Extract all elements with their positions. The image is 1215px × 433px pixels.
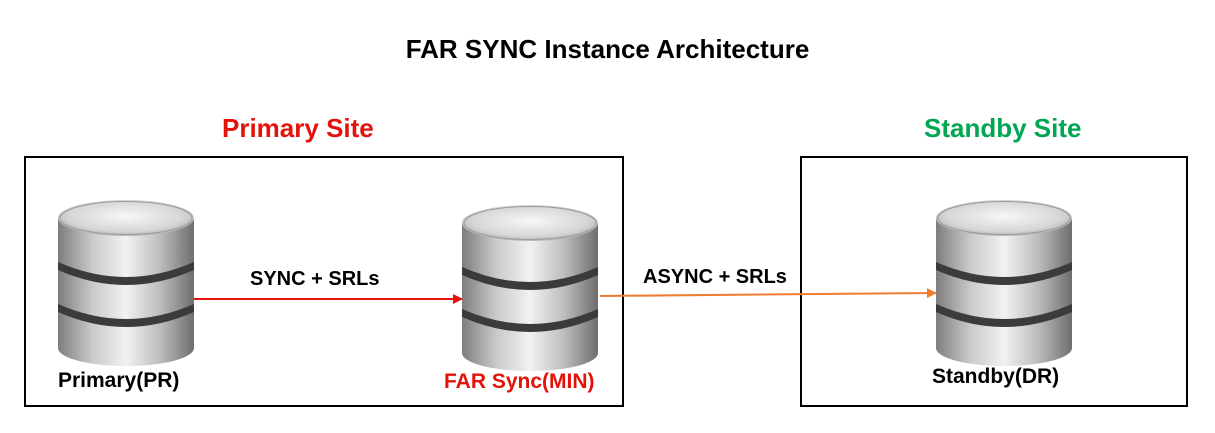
sync-link-label: SYNC + SRLs — [250, 268, 380, 290]
primary-site-label: Primary Site — [222, 113, 374, 143]
farsync-node-label: FAR Sync(MIN) — [444, 370, 595, 393]
standby-node-label: Standby(DR) — [932, 365, 1060, 388]
standby-site-label: Standby Site — [924, 113, 1082, 143]
async-link-label: ASYNC + SRLs — [643, 266, 787, 288]
diagram-title: FAR SYNC Instance Architecture — [405, 34, 810, 64]
primary-node-label: Primary(PR) — [58, 369, 180, 392]
async-arrow — [599, 288, 937, 299]
